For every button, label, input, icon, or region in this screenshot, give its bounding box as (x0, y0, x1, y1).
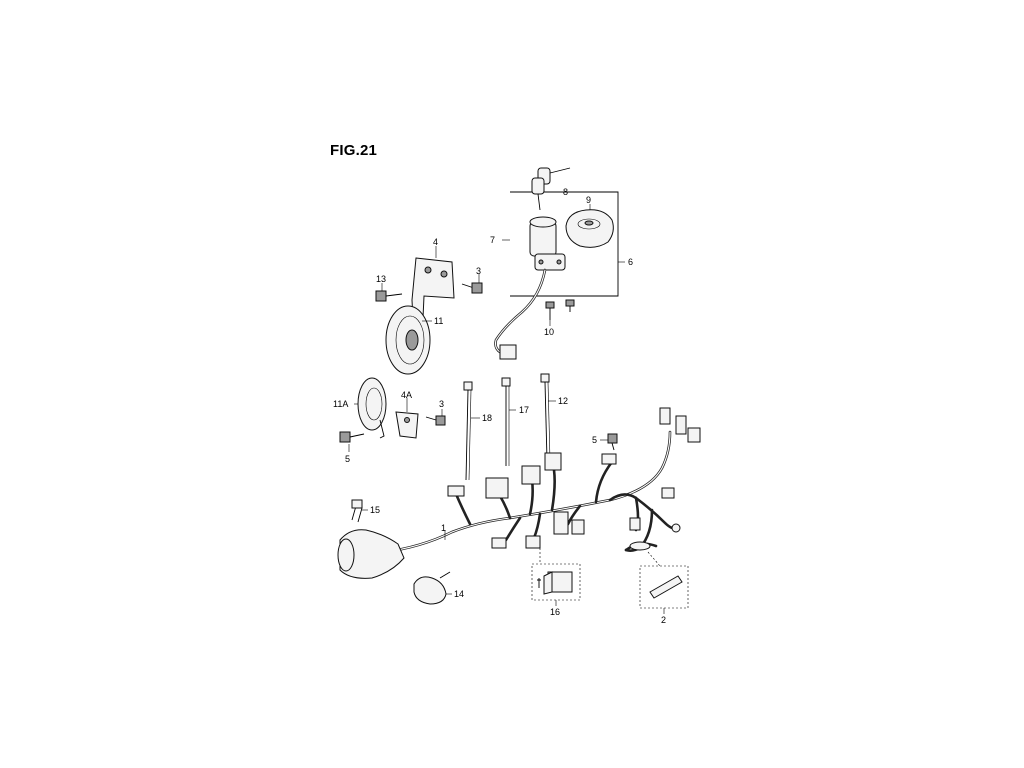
bolt-3-upper (461, 282, 483, 294)
callout-4a: 4A (401, 390, 412, 400)
cable-tie-17 (501, 377, 511, 466)
relay-box (531, 548, 581, 606)
callout-5-right: 5 (592, 435, 597, 445)
callout-10: 10 (544, 327, 554, 337)
harness-connector (553, 511, 569, 535)
harness-connector (544, 452, 562, 471)
callout-15: 15 (370, 505, 380, 515)
callout-5-left: 5 (345, 454, 350, 464)
harness-connector (571, 519, 585, 535)
harness-connector (629, 517, 641, 531)
callout-16: 16 (550, 607, 560, 617)
callout-3-upper: 3 (476, 266, 481, 276)
harness-connector (659, 407, 671, 425)
bolt-5-right (607, 433, 618, 451)
callout-6: 6 (628, 257, 633, 267)
bolt-13 (375, 290, 403, 302)
callout-12: 12 (558, 396, 568, 406)
callout-2: 2 (661, 615, 666, 625)
ignition-switch-group (494, 167, 625, 360)
clamp-14 (413, 571, 452, 605)
harness-connector (521, 465, 541, 485)
harness-connector (687, 427, 701, 443)
harness-connector (485, 477, 509, 499)
ignition-keys (531, 167, 571, 211)
cable-tie-18 (463, 381, 473, 481)
bracket-4a (395, 411, 419, 439)
harness-connector (525, 535, 541, 549)
horn-group-upper (375, 246, 483, 375)
horn-group-lower (339, 377, 446, 452)
harness-connector (491, 537, 507, 549)
harness-connector (447, 485, 465, 497)
callout-17: 17 (519, 405, 529, 415)
group-bracket-6 (510, 191, 619, 297)
callout-7: 7 (490, 235, 495, 245)
callout-4: 4 (433, 237, 438, 247)
fuel-cap (565, 209, 614, 248)
harness-connector (601, 453, 617, 465)
ignition-connector (499, 344, 517, 360)
bolt-5-left (339, 431, 365, 443)
callout-14: 14 (454, 589, 464, 599)
wiring-harness (376, 407, 701, 555)
bolt-3-lower (425, 415, 446, 426)
callout-8: 8 (563, 187, 568, 197)
harness-connector (675, 415, 687, 435)
ring-terminal (671, 523, 681, 533)
fuse-box (639, 551, 689, 614)
horn (385, 305, 431, 375)
callout-3-lower: 3 (439, 399, 444, 409)
callout-11a: 11A (333, 399, 348, 409)
callout-9: 9 (586, 195, 591, 205)
callout-18: 18 (482, 413, 492, 423)
figure-title: FIG.21 (330, 142, 378, 159)
socket-boot (337, 499, 405, 579)
screws-10 (545, 299, 575, 320)
callout-13: 13 (376, 274, 386, 284)
callout-1: 1 (441, 523, 446, 533)
horn-11a (357, 377, 387, 439)
ignition-switch-body (529, 216, 566, 271)
harness-connector (661, 487, 675, 499)
cable-ties (463, 373, 556, 481)
cable-tie-12 (540, 373, 551, 461)
callout-11: 11 (434, 316, 443, 326)
